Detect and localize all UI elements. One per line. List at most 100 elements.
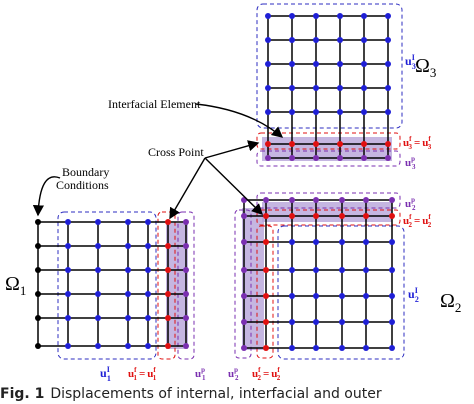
internal-node — [385, 13, 391, 19]
internal-node — [145, 243, 151, 249]
internal-node — [385, 85, 391, 91]
internal-node — [313, 345, 319, 351]
interface-node — [165, 291, 171, 297]
interface-node — [313, 213, 319, 219]
internal-node — [361, 85, 367, 91]
internal-node — [389, 293, 395, 299]
internal-node — [313, 37, 319, 43]
interface-node — [337, 141, 343, 147]
cross-point-arrow-left — [169, 157, 206, 220]
interface-node — [361, 141, 367, 147]
interface-node — [263, 213, 269, 219]
internal-node — [125, 243, 131, 249]
outer-node — [183, 343, 189, 349]
outer-node — [183, 291, 189, 297]
internal-node — [313, 61, 319, 67]
internal-node — [313, 239, 319, 245]
internal-node — [289, 267, 295, 273]
omega3-internal-box — [256, 3, 403, 129]
internal-node — [339, 319, 345, 325]
outer-node — [361, 155, 367, 161]
internal-node — [145, 267, 151, 273]
internal-node — [339, 293, 345, 299]
internal-node — [313, 13, 319, 19]
outer-node — [263, 197, 269, 203]
internal-node — [145, 291, 151, 297]
internal-node — [65, 315, 71, 321]
outer-node — [241, 293, 247, 299]
internal-node — [95, 291, 101, 297]
interface-node — [385, 141, 391, 147]
internal-node — [65, 219, 71, 225]
interface-node — [389, 213, 395, 219]
internal-node — [339, 239, 345, 245]
internal-node — [389, 267, 395, 273]
omega3-label: Ω3 — [415, 55, 436, 80]
internal-node — [265, 13, 271, 19]
internal-node — [95, 343, 101, 349]
interfacial-element-label: Interfacial Element — [108, 97, 201, 111]
internal-node — [337, 61, 343, 67]
interface-node — [263, 267, 269, 273]
internal-node — [389, 239, 395, 245]
internal-node — [289, 61, 295, 67]
internal-node — [289, 345, 295, 351]
omega1-interface-band — [166, 223, 188, 349]
outer-node — [183, 315, 189, 321]
internal-node — [265, 61, 271, 67]
internal-node — [313, 109, 319, 115]
internal-node — [363, 239, 369, 245]
internal-node — [289, 319, 295, 325]
internal-node — [337, 13, 343, 19]
internal-node — [289, 293, 295, 299]
omega1-interface-box — [157, 211, 176, 360]
internal-node — [265, 85, 271, 91]
boundary-conditions-arrow — [32, 176, 61, 217]
internal-node — [337, 109, 343, 115]
outer-node — [183, 219, 189, 225]
interface-node — [289, 141, 295, 147]
omega2-outer-left-box — [234, 209, 252, 359]
internal-node — [289, 85, 295, 91]
boundary-node — [35, 219, 41, 225]
outer-node — [389, 197, 395, 203]
internal-node — [385, 109, 391, 115]
outer-node — [241, 239, 247, 245]
interface-node — [165, 267, 171, 273]
internal-node — [95, 219, 101, 225]
outer-node — [385, 155, 391, 161]
internal-node — [361, 37, 367, 43]
mesh-nodes — [35, 13, 395, 351]
internal-node — [313, 267, 319, 273]
internal-node — [389, 345, 395, 351]
outer-node — [313, 155, 319, 161]
interface-node — [263, 319, 269, 325]
boundary-label-line1: Boundary — [62, 165, 109, 179]
outer-node — [241, 319, 247, 325]
outer-node — [241, 267, 247, 273]
internal-node — [313, 293, 319, 299]
boundary-node — [35, 267, 41, 273]
omega1-outer-box — [177, 211, 195, 360]
omega2-label: Ω2 — [440, 290, 461, 315]
omega2-left-band — [242, 208, 264, 350]
internal-node — [65, 267, 71, 273]
interface-node — [165, 315, 171, 321]
interface-node — [265, 141, 271, 147]
internal-node — [385, 61, 391, 67]
outer-node — [363, 197, 369, 203]
caption-text: Displacements of internal, interfacial a… — [50, 386, 382, 402]
internal-node — [125, 267, 131, 273]
internal-node — [289, 13, 295, 19]
outer-node — [241, 213, 247, 219]
internal-node — [125, 315, 131, 321]
interface-node — [165, 343, 171, 349]
internal-node — [145, 219, 151, 225]
interface-node — [165, 219, 171, 225]
